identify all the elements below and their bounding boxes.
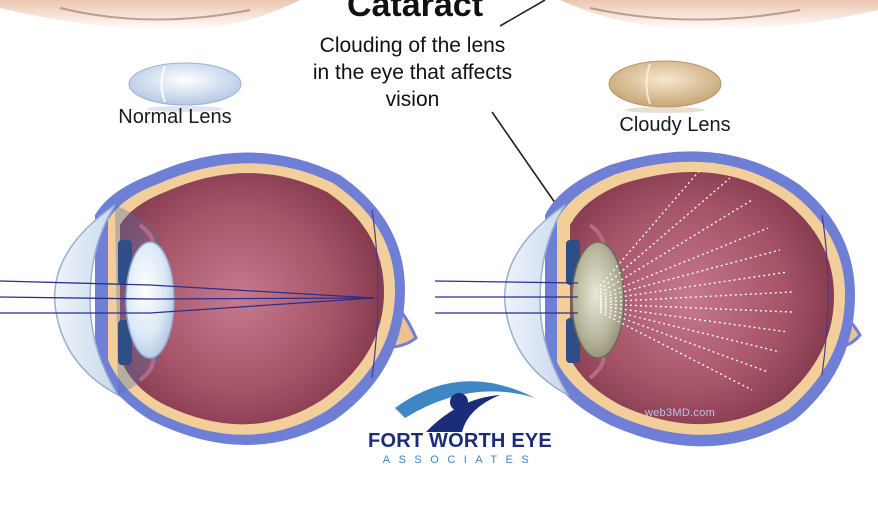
normal-lens-label: Normal Lens [95,106,255,129]
fort-worth-eye-logo-mark [395,381,535,432]
normal-lens-icon [129,63,241,112]
cataract-eye-cross-section [435,151,860,446]
cloudy-lens-label: Cloudy Lens [590,114,760,137]
diagram-title: Cataract [300,0,530,25]
cloudy-lens-icon [609,61,721,113]
logo-name-text: FORT WORTH EYE [340,430,580,453]
cataract-definition: Clouding of the lens in the eye that aff… [310,32,515,113]
normal-eye-cross-section [0,153,416,446]
logo-subtitle-text: ASSOCIATES [340,454,580,466]
web3md-watermark: web3MD.com [620,407,740,419]
